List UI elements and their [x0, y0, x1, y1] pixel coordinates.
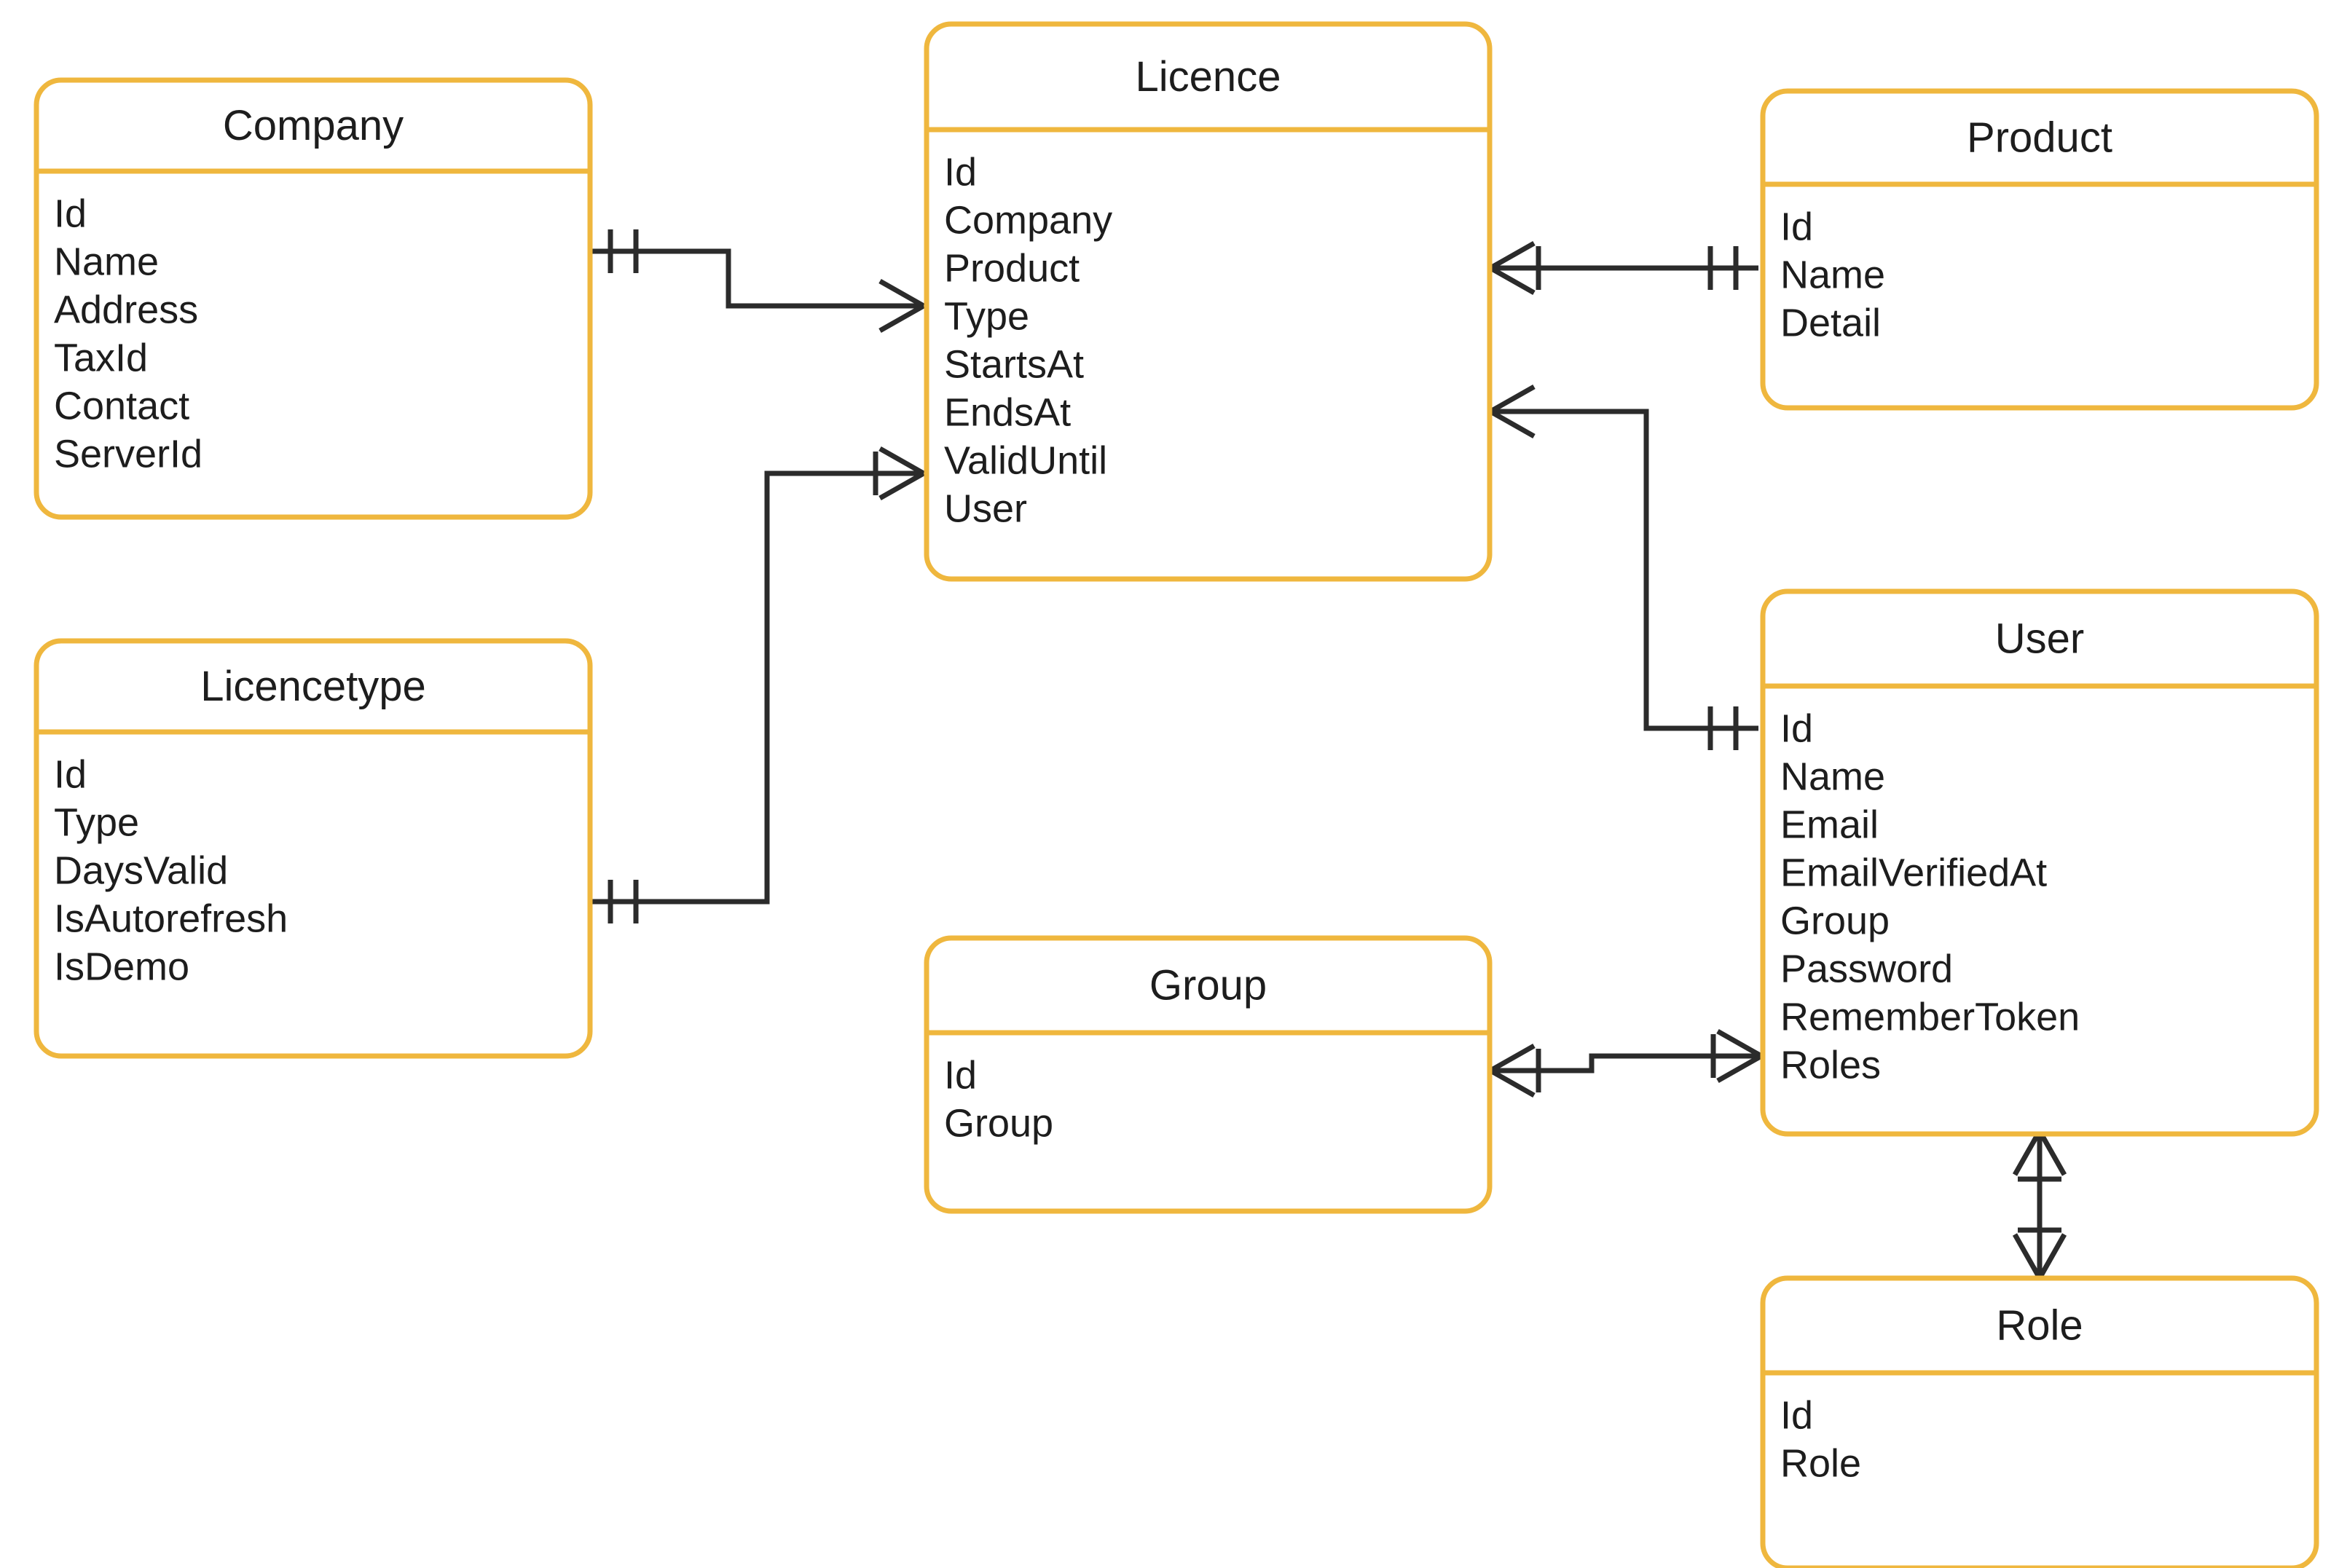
entity-licence[interactable]: LicenceIdCompanyProductTypeStartsAtEndsA… [924, 21, 1493, 582]
entity-border-group [924, 935, 1493, 1214]
entity-attribute: IsDemo [54, 945, 189, 988]
cardinality-one-or-many-group [1489, 1043, 1541, 1098]
entity-attribute: StartsAt [944, 342, 1084, 386]
entity-attribute: Company [944, 198, 1112, 242]
entity-attribute: Roles [1780, 1043, 1881, 1087]
entity-attribute: Type [54, 800, 139, 844]
entity-attribute: ValidUntil [944, 438, 1107, 482]
entity-attribute: Id [54, 752, 87, 796]
entity-attribute: Password [1780, 947, 1953, 990]
entity-attribute: Contact [54, 384, 189, 428]
entity-title-licence: Licence [1136, 53, 1281, 101]
entity-attribute: Name [1780, 755, 1885, 798]
entity-attribute: Product [944, 246, 1080, 290]
cardinality-one-or-many-user-role [2012, 1130, 2067, 1182]
entity-attribute: RememberToken [1780, 995, 2080, 1039]
entity-border-licencetype [34, 638, 593, 1059]
entity-attribute: Email [1780, 803, 1879, 846]
cardinality-one-or-many-licence [1489, 240, 1541, 296]
relationship-company-licence[interactable] [591, 229, 925, 334]
entity-border-user [1760, 588, 2319, 1137]
entity-user[interactable]: UserIdNameEmailEmailVerifiedAtGroupPassw… [1760, 588, 2319, 1137]
entity-attribute: Name [54, 240, 159, 283]
entity-attribute: EmailVerifiedAt [1780, 851, 2047, 894]
entity-attribute: Type [944, 294, 1029, 338]
entity-border-role [1760, 1275, 2319, 1568]
cardinality-one-or-many-role [2012, 1227, 2067, 1280]
entity-attribute: Id [944, 1053, 977, 1097]
relationship-group-user[interactable] [1489, 1028, 1763, 1098]
cardinality-one-or-many-licence-type [873, 446, 925, 501]
entity-border-product [1760, 88, 2319, 411]
entity-title-role: Role [1996, 1301, 2083, 1349]
cardinality-one-and-only-one-company [608, 229, 639, 273]
entity-attribute: User [944, 486, 1027, 530]
entity-attribute: TaxId [54, 336, 148, 379]
entities-layer: CompanyIdNameAddressTaxIdContactServerId… [34, 21, 2319, 1568]
entity-attribute: Name [1780, 253, 1885, 296]
entity-attribute: Id [1780, 1393, 1813, 1437]
relationship-licence-user[interactable] [1489, 384, 1758, 750]
entity-title-licencetype: Licencetype [200, 663, 426, 710]
entity-licencetype[interactable]: LicencetypeIdTypeDaysValidIsAutorefreshI… [34, 638, 593, 1059]
entity-title-product: Product [1967, 114, 2112, 161]
entity-attribute: Id [1780, 205, 1813, 248]
entity-border-licence [924, 21, 1493, 582]
entity-attribute: DaysValid [54, 848, 228, 892]
cardinality-one-and-only-one-product [1707, 246, 1739, 290]
entity-attribute: EndsAt [944, 390, 1071, 434]
relationship-licence-product[interactable] [1489, 240, 1758, 296]
entity-title-company: Company [223, 102, 404, 149]
cardinality-many-licence-user [1489, 384, 1536, 439]
entity-title-user: User [1995, 615, 2084, 662]
cardinality-one-and-only-one-licencetype [608, 880, 639, 923]
entity-attribute: Group [944, 1101, 1053, 1145]
entity-attribute: IsAutorefresh [54, 897, 288, 940]
entity-border-company [34, 77, 593, 520]
entity-attribute: Detail [1780, 301, 1881, 344]
cardinality-one-and-only-one-user [1707, 706, 1739, 750]
entity-attribute: Id [54, 192, 87, 235]
relationship-licencetype-licence[interactable] [591, 446, 925, 923]
entity-attribute: Group [1780, 899, 1890, 942]
cardinality-one-or-many-user-group [1710, 1028, 1763, 1084]
relationship-user-role[interactable] [2012, 1130, 2067, 1280]
entity-attribute: ServerId [54, 432, 203, 476]
entity-title-group: Group [1149, 961, 1267, 1009]
entity-attribute: Role [1780, 1441, 1861, 1485]
entity-attribute: Id [944, 150, 977, 194]
entity-attribute: Id [1780, 706, 1813, 750]
cardinality-many-licence [878, 278, 925, 334]
entity-attribute: Address [54, 288, 198, 331]
